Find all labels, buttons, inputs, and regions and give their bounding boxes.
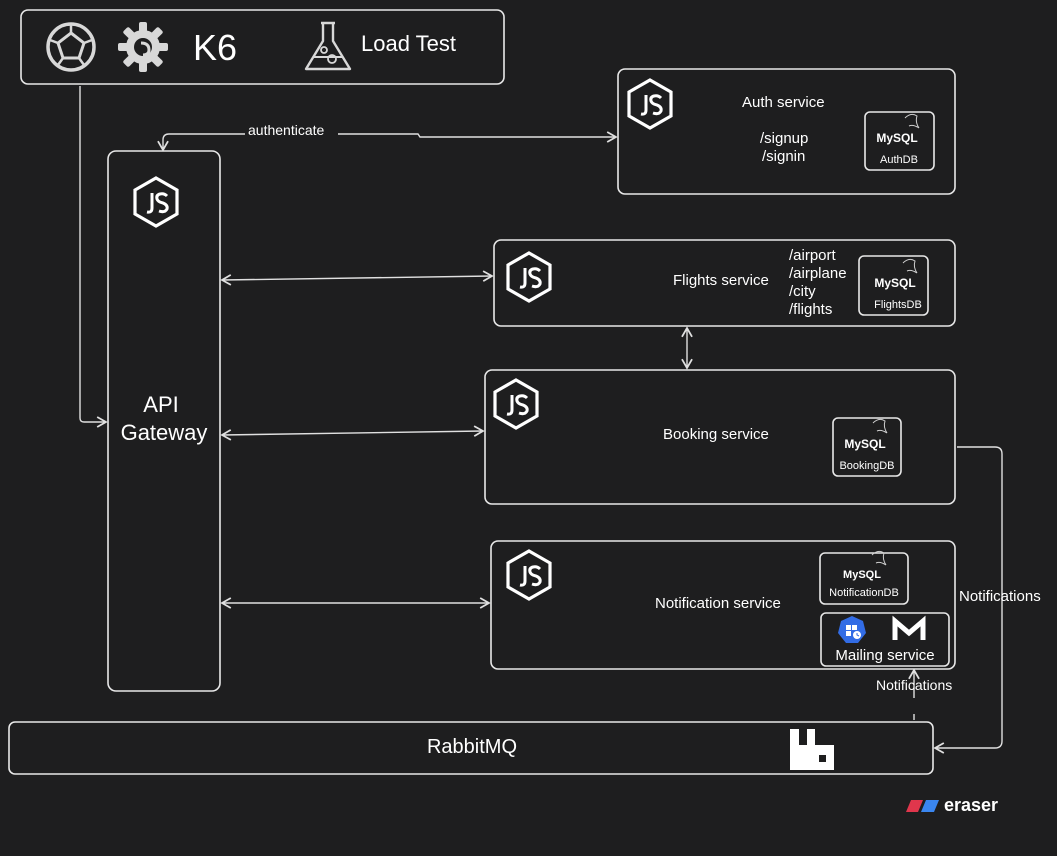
connectors: authenticate Notifications Notifications [79, 86, 1041, 754]
mailing-service-label: Mailing service [835, 647, 934, 664]
notification-db: MySQL NotificationDB [819, 550, 909, 605]
flights-db-name: FlightsDB [874, 299, 922, 311]
mailing-service-box: Mailing service [820, 612, 950, 667]
rabbitmq-box: RabbitMQ [8, 721, 934, 775]
flights-route: /city [789, 283, 816, 300]
flask-icon [304, 21, 352, 71]
booking-service-box: Booking service MySQL BookingDB [484, 369, 956, 505]
gateway-label-line2: Gateway [121, 420, 208, 445]
mysql-logo: MySQL [874, 276, 915, 290]
polyhedron-icon [46, 22, 96, 72]
nodejs-icon [627, 78, 673, 130]
tools-box: K6 Load Test [20, 9, 505, 85]
notification-service-title: Notification service [655, 595, 781, 612]
booking-db: MySQL BookingDB [832, 417, 902, 477]
auth-route: /signup [760, 130, 808, 147]
notification-service-box: Notification service MySQL NotificationD… [490, 540, 956, 670]
edge-booking-rabbitmq [933, 446, 1003, 754]
auth-route: /signin [762, 148, 805, 165]
edge-tools-to-gateway [79, 86, 108, 428]
flights-route: /flights [789, 301, 832, 318]
nodejs-icon [133, 176, 179, 228]
edge-label-notifications-right: Notifications [959, 588, 1041, 605]
nodejs-icon [506, 251, 552, 303]
mysql-logo: MySQL [843, 569, 881, 581]
rabbitmq-label: RabbitMQ [427, 736, 517, 758]
load-test-label: Load Test [361, 31, 456, 56]
cronjob-icon [838, 616, 866, 643]
k6-label: K6 [193, 27, 237, 68]
flights-route: /airplane [789, 265, 847, 282]
auth-service-title: Auth service [742, 94, 825, 111]
notification-db-name: NotificationDB [829, 587, 899, 599]
flights-service-box: Flights service /airport /airplane /city… [493, 239, 956, 327]
gmail-icon [892, 615, 926, 640]
flights-service-title: Flights service [673, 272, 769, 289]
rabbitmq-icon [790, 729, 834, 770]
nodejs-icon [506, 549, 552, 601]
flights-db: MySQL FlightsDB [858, 255, 929, 316]
edge-label-authenticate: authenticate [248, 122, 324, 138]
edge-gateway-flights [220, 270, 494, 286]
grafana-icon [118, 22, 168, 72]
auth-db: MySQL AuthDB [864, 111, 935, 171]
eraser-mark-blue [921, 800, 939, 812]
gateway-label-line1: API [143, 392, 178, 417]
auth-db-name: AuthDB [880, 154, 918, 166]
eraser-mark-red [906, 800, 923, 812]
flights-route: /airport [789, 247, 837, 264]
api-gateway-box: API Gateway [107, 150, 221, 692]
edge-gateway-auth [163, 134, 616, 150]
mysql-logo: MySQL [844, 437, 885, 451]
edge-label-notifications-bottom: Notifications [876, 677, 952, 693]
eraser-logo: eraser [906, 795, 998, 815]
nodejs-icon [493, 378, 539, 430]
booking-service-title: Booking service [663, 426, 769, 443]
edge-gateway-booking [220, 425, 485, 441]
booking-db-name: BookingDB [839, 460, 894, 472]
mysql-logo: MySQL [876, 131, 917, 145]
auth-service-box: Auth service /signup /signin MySQL AuthD… [617, 68, 956, 195]
eraser-wordmark: eraser [944, 795, 998, 815]
